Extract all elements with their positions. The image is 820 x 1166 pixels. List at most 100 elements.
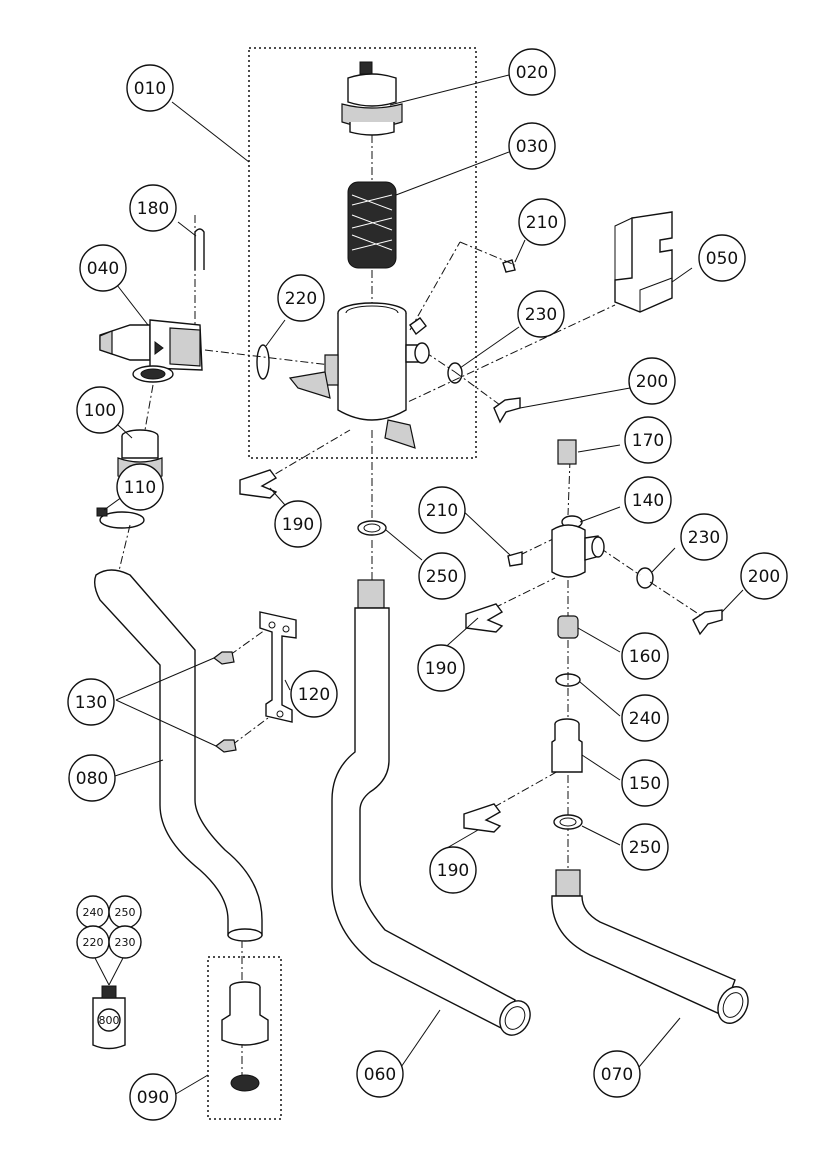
callout-040: 040 bbox=[79, 244, 127, 292]
svg-text:010: 010 bbox=[134, 79, 166, 99]
svg-text:210: 210 bbox=[426, 501, 458, 521]
callout-020: 020 bbox=[508, 48, 556, 96]
callout-190-top: 190 bbox=[274, 500, 322, 548]
part-180-pin bbox=[194, 228, 205, 270]
callout-210-top: 210 bbox=[518, 198, 566, 246]
kit-circle-240: 240 bbox=[83, 906, 104, 919]
part-040-valve bbox=[99, 319, 203, 383]
svg-text:050: 050 bbox=[706, 249, 738, 269]
callout-230-top: 230 bbox=[517, 290, 565, 338]
part-200-clip-b bbox=[692, 609, 723, 636]
tube-label: 800 bbox=[99, 1014, 120, 1027]
callout-170: 170 bbox=[624, 416, 672, 464]
callout-200-top: 200 bbox=[628, 357, 676, 405]
svg-text:190: 190 bbox=[425, 659, 457, 679]
svg-text:030: 030 bbox=[516, 137, 548, 157]
callout-080: 080 bbox=[68, 754, 116, 802]
callout-230-mid: 230 bbox=[680, 513, 728, 561]
svg-text:200: 200 bbox=[636, 372, 668, 392]
svg-text:200: 200 bbox=[748, 567, 780, 587]
svg-text:250: 250 bbox=[629, 838, 661, 858]
part-140-tee bbox=[551, 515, 605, 578]
part-110-clamp bbox=[96, 507, 145, 529]
callout-220: 220 bbox=[277, 274, 325, 322]
callouts: 010 020 030 180 210 040 050 220 230 200 … bbox=[67, 48, 788, 1121]
callout-180: 180 bbox=[129, 184, 177, 232]
callout-050: 050 bbox=[698, 234, 746, 282]
callout-060: 060 bbox=[356, 1050, 404, 1098]
svg-text:080: 080 bbox=[76, 769, 108, 789]
part-060-pipe bbox=[331, 579, 531, 1036]
svg-text:210: 210 bbox=[526, 213, 558, 233]
filter-body bbox=[288, 302, 430, 449]
callout-120: 120 bbox=[290, 670, 338, 718]
svg-text:230: 230 bbox=[688, 528, 720, 548]
part-200-clip-a bbox=[493, 397, 521, 424]
part-230-o-ring-a bbox=[447, 362, 463, 384]
svg-text:240: 240 bbox=[629, 709, 661, 729]
callout-190-bottom: 190 bbox=[429, 846, 477, 894]
part-190-clip-b bbox=[465, 603, 504, 633]
svg-text:170: 170 bbox=[632, 431, 664, 451]
callout-250-top: 250 bbox=[418, 552, 466, 600]
part-130-screw-a bbox=[213, 651, 235, 665]
svg-text:100: 100 bbox=[84, 401, 116, 421]
part-190-clip-a bbox=[239, 469, 278, 499]
kit-circle-220: 220 bbox=[83, 936, 104, 949]
callout-030: 030 bbox=[508, 122, 556, 170]
svg-text:130: 130 bbox=[75, 693, 107, 713]
part-070-pipe bbox=[551, 869, 749, 1024]
svg-text:220: 220 bbox=[285, 289, 317, 309]
kit-circle-250: 250 bbox=[115, 906, 136, 919]
part-150-connector bbox=[551, 718, 583, 773]
callout-190-mid: 190 bbox=[417, 644, 465, 692]
svg-text:150: 150 bbox=[629, 774, 661, 794]
sealant-tube: 800 bbox=[92, 957, 126, 1050]
part-160-check-valve bbox=[557, 615, 579, 639]
kit-circle-230: 230 bbox=[115, 936, 136, 949]
svg-text:090: 090 bbox=[137, 1088, 169, 1108]
part-250-ring-a bbox=[357, 520, 387, 536]
callout-160: 160 bbox=[621, 632, 669, 680]
svg-text:140: 140 bbox=[632, 491, 664, 511]
svg-text:190: 190 bbox=[437, 861, 469, 881]
group-box-filter-assembly bbox=[248, 47, 477, 459]
svg-text:230: 230 bbox=[525, 305, 557, 325]
svg-text:120: 120 bbox=[298, 685, 330, 705]
seal-kit: 240 250 220 230 bbox=[76, 895, 142, 959]
svg-text:020: 020 bbox=[516, 63, 548, 83]
svg-text:070: 070 bbox=[601, 1065, 633, 1085]
callout-150: 150 bbox=[621, 759, 669, 807]
part-230-o-ring-b bbox=[636, 567, 654, 589]
callout-110: 110 bbox=[116, 463, 164, 511]
part-240-o-ring bbox=[555, 673, 581, 687]
part-080-pipe bbox=[93, 569, 263, 942]
svg-text:180: 180 bbox=[137, 199, 169, 219]
part-020-air-vent bbox=[341, 61, 403, 136]
part-220-o-ring bbox=[256, 344, 270, 380]
part-190-clip-c bbox=[463, 803, 502, 833]
part-210-clip-a bbox=[502, 259, 516, 273]
callout-100: 100 bbox=[76, 386, 124, 434]
callout-200-mid: 200 bbox=[740, 552, 788, 600]
svg-text:110: 110 bbox=[124, 478, 156, 498]
part-120-plate bbox=[259, 611, 297, 723]
callout-140: 140 bbox=[624, 476, 672, 524]
svg-text:190: 190 bbox=[282, 515, 314, 535]
callout-070: 070 bbox=[593, 1050, 641, 1098]
leader-lines bbox=[103, 74, 744, 1096]
svg-text:060: 060 bbox=[364, 1065, 396, 1085]
group-box-drain-filter bbox=[207, 956, 282, 1120]
svg-text:160: 160 bbox=[629, 647, 661, 667]
callout-210-mid: 210 bbox=[418, 486, 466, 534]
callout-010: 010 bbox=[126, 64, 174, 112]
callout-130: 130 bbox=[67, 678, 115, 726]
part-030-filter-insert bbox=[347, 181, 397, 269]
part-170-plug bbox=[557, 439, 577, 465]
svg-text:250: 250 bbox=[426, 567, 458, 587]
part-250-ring-b bbox=[553, 814, 583, 830]
part-130-screw-b bbox=[215, 739, 237, 753]
part-050-bracket bbox=[614, 211, 673, 313]
callout-090: 090 bbox=[129, 1073, 177, 1121]
